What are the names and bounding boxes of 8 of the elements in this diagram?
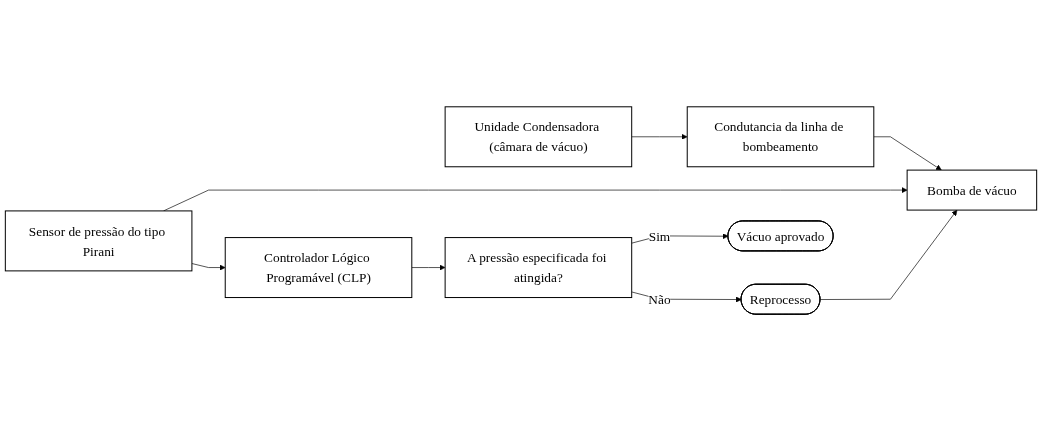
edge-label: Não <box>648 291 671 307</box>
node-box: Bomba de vácuo <box>906 169 1038 211</box>
node-box: A pressão especificada foi atingida? <box>444 237 633 299</box>
edge-label: Sim <box>648 228 671 244</box>
node-box: Sensor de pressão do tipo Pirani <box>4 210 193 272</box>
node-box: Unidade Condensadora (câmara de vácuo) <box>444 106 633 168</box>
node-box: Controlador Lógico Programável (CLP) <box>224 237 413 299</box>
node-box: Condutancia da linha de bombeamento <box>686 106 875 168</box>
